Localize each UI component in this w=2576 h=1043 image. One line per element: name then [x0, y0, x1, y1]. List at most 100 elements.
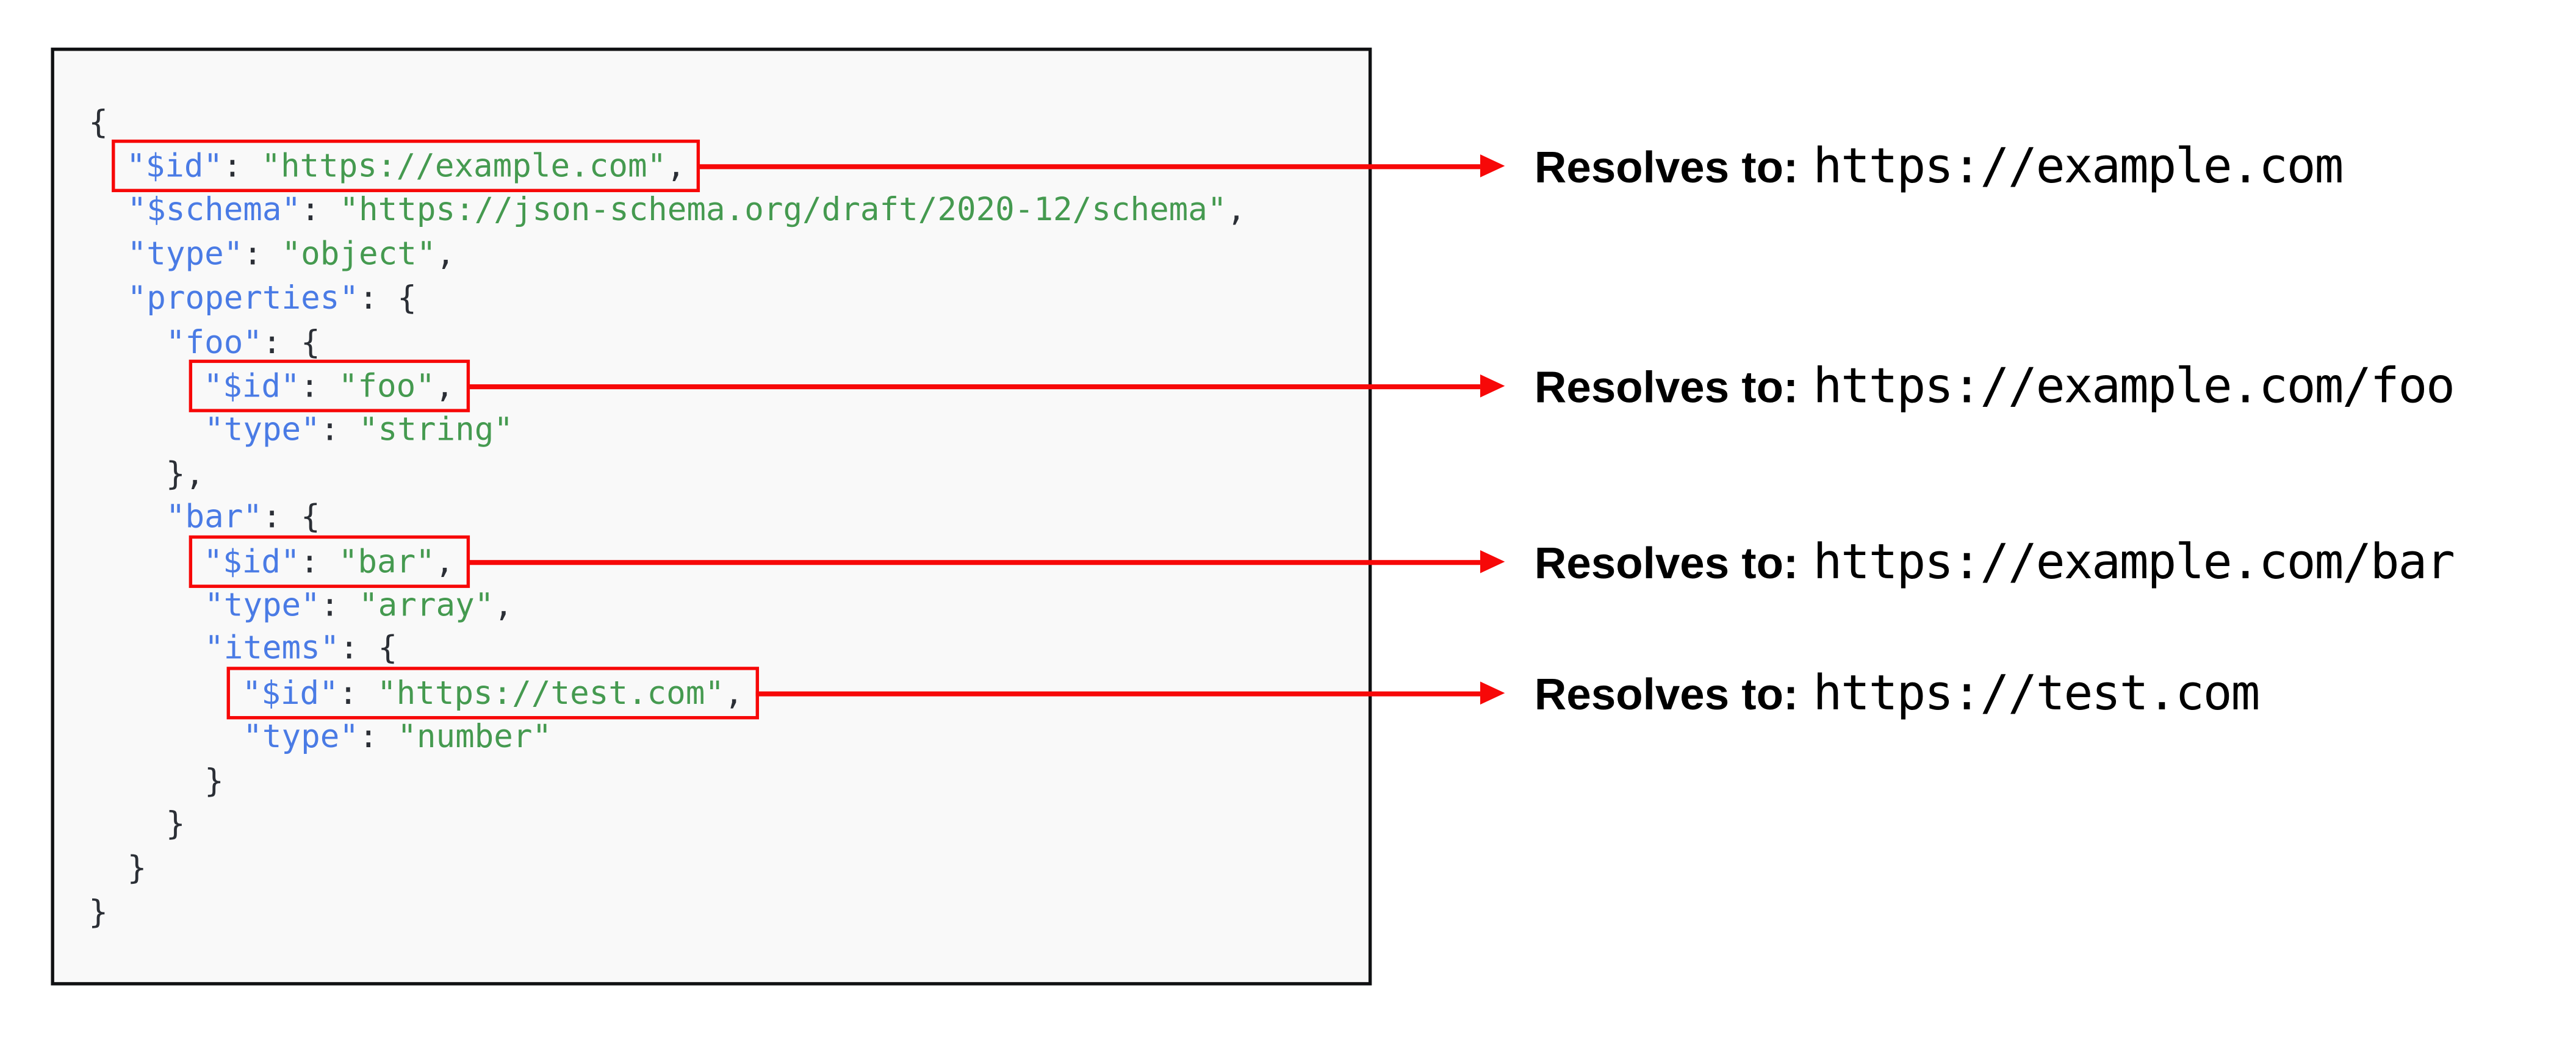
code-token: [88, 629, 204, 667]
code-token: [88, 586, 204, 624]
code-token: :: [320, 586, 359, 624]
code-token: :: [223, 147, 262, 185]
code-token: "https://json-schema.org/draft/2020-12/s…: [339, 191, 1227, 229]
code-token: }: [88, 761, 224, 800]
code-token: ,: [436, 235, 456, 273]
code-token: [88, 410, 204, 448]
resolves-label: Resolves to:: [1534, 142, 1799, 192]
code-token: :: [320, 410, 359, 448]
code-line: "$schema": "https://json-schema.org/draf…: [88, 191, 1247, 229]
code-line: "$id": "foo",: [88, 359, 469, 412]
code-token: [88, 673, 243, 711]
code-token: "https://test.com": [376, 673, 725, 712]
resolved-url: https://example.com/foo: [1813, 357, 2455, 414]
code-line: }: [88, 805, 185, 843]
code-token: "items": [204, 629, 340, 668]
annotation-root: Resolves to: https://example.com: [1534, 137, 2344, 193]
resolves-label: Resolves to:: [1534, 537, 1799, 587]
arrow-head-icon: [1480, 682, 1505, 706]
code-token: "bar": [338, 542, 435, 580]
arrow-head-icon: [1480, 551, 1505, 575]
code-line: "type": "number": [88, 717, 552, 755]
code-line: "type": "string": [88, 410, 513, 448]
code-token: :: [262, 323, 301, 361]
code-token: [88, 717, 243, 755]
arrow-foo-id: [467, 375, 1505, 398]
code-token: "$schema": [127, 191, 301, 229]
code-line: "$id": "https://test.com",: [88, 666, 758, 719]
annotation-test: Resolves to: https://test.com: [1534, 664, 2260, 720]
resolved-url: https://test.com: [1813, 664, 2260, 720]
code-token: :: [300, 367, 339, 404]
arrow-head-icon: [1480, 155, 1505, 179]
code-token: "array": [359, 586, 494, 624]
code-token: "type": [204, 410, 320, 448]
code-token: "string": [359, 410, 513, 448]
code-line: "type": "array",: [88, 586, 513, 624]
code-token: {: [301, 498, 320, 536]
code-token: ,: [1226, 191, 1247, 229]
code-token: ,: [724, 673, 744, 712]
code-token: {: [88, 103, 109, 142]
code-token: "bar": [165, 498, 262, 536]
code-token: "$id": [126, 147, 223, 185]
code-token: "number": [397, 717, 552, 756]
id-highlight-box: "$id": "foo",: [189, 359, 469, 412]
resolved-url: https://example.com: [1813, 137, 2344, 193]
code-token: :: [301, 191, 340, 229]
code-token: ,: [434, 367, 455, 404]
code-token: "type": [127, 235, 243, 273]
code-panel: { "$id": "https://example.com", "$schema…: [51, 48, 1372, 986]
code-line: }: [88, 848, 147, 887]
id-highlight-box: "$id": "https://example.com",: [111, 140, 701, 193]
code-line: "type": "object",: [88, 235, 455, 273]
code-token: [88, 542, 204, 580]
code-token: [88, 498, 165, 536]
code-token: {: [397, 279, 417, 317]
code-token: "$id": [242, 673, 339, 712]
code-token: :: [300, 542, 339, 580]
code-line: "bar": {: [88, 498, 320, 536]
code-line: }: [88, 893, 108, 931]
json-code: { "$id": "https://example.com", "$schema…: [54, 51, 1369, 935]
code-token: :: [358, 717, 398, 756]
code-token: "$id": [203, 367, 300, 404]
code-token: :: [338, 673, 377, 712]
code-token: ,: [666, 147, 686, 185]
annotation-bar: Resolves to: https://example.com/bar: [1534, 532, 2455, 589]
code-token: :: [339, 629, 378, 668]
resolves-label: Resolves to:: [1534, 669, 1799, 719]
code-token: [88, 279, 127, 317]
code-line: "properties": {: [88, 279, 417, 317]
arrow-head-icon: [1480, 375, 1505, 398]
code-token: "properties": [127, 279, 359, 317]
code-line: {: [88, 104, 108, 142]
code-token: "$id": [203, 542, 300, 580]
code-line: "foo": {: [88, 323, 320, 360]
code-token: :: [358, 279, 398, 317]
code-line: "$id": "bar",: [88, 534, 469, 587]
code-token: "foo": [165, 323, 262, 361]
code-token: }: [88, 848, 147, 887]
code-token: :: [262, 498, 301, 536]
arrow-test-id: [755, 682, 1505, 706]
code-line: },: [88, 454, 204, 492]
code-token: ,: [494, 586, 513, 624]
arrow-bar-id: [467, 551, 1505, 575]
code-token: }: [88, 805, 185, 843]
id-highlight-box: "$id": "bar",: [189, 534, 469, 587]
code-token: [88, 323, 165, 360]
code-token: },: [88, 454, 205, 492]
resolved-url: https://example.com/bar: [1813, 532, 2455, 589]
code-token: "foo": [338, 367, 435, 404]
arrow-root-id: [697, 155, 1505, 179]
resolves-label: Resolves to:: [1534, 362, 1799, 412]
code-token: [88, 191, 127, 229]
code-token: :: [243, 235, 282, 273]
code-line: "$id": "https://example.com",: [88, 140, 701, 193]
code-token: "https://example.com": [261, 147, 667, 185]
code-token: [88, 235, 127, 273]
code-token: "object": [281, 235, 436, 273]
code-token: {: [301, 323, 320, 361]
